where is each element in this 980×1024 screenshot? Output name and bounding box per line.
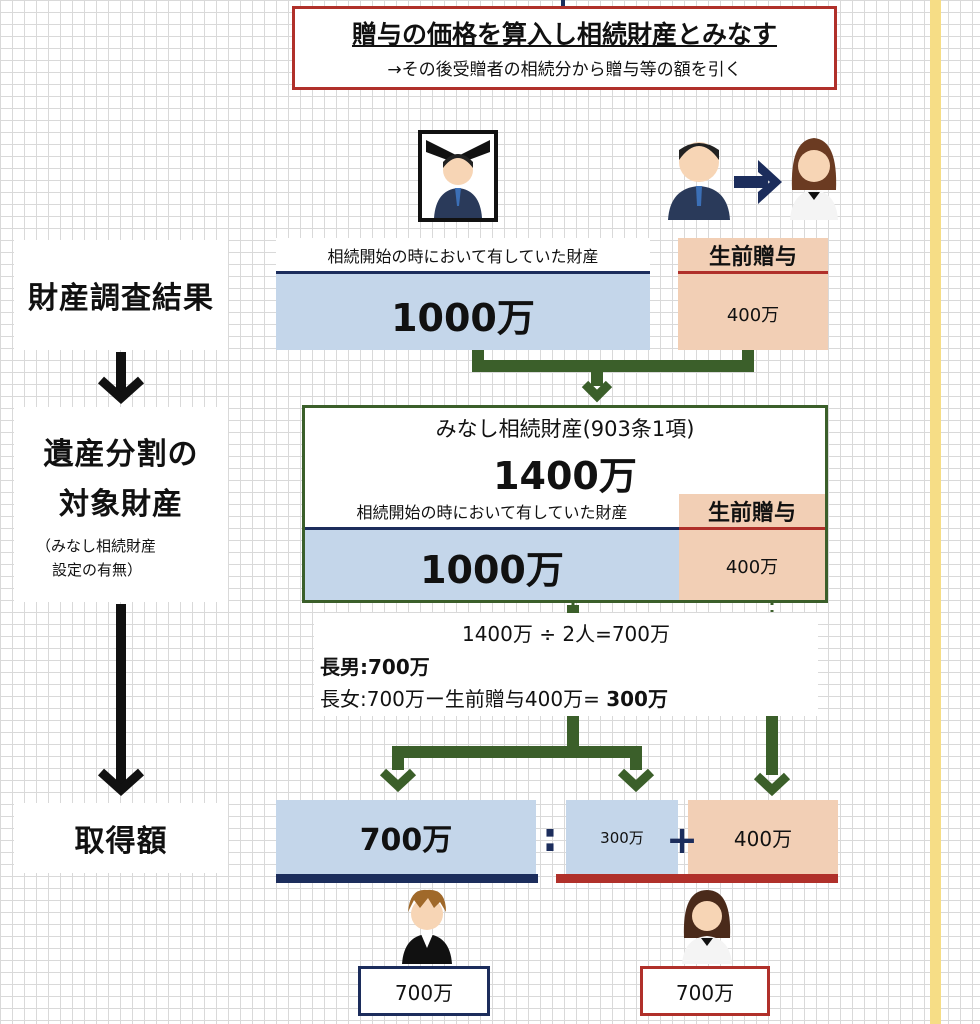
calculation-box: 1400万 ÷ 2人=700万 長男:700万 長女:700万ー生前贈与400万… [314, 613, 818, 716]
eldest-son-total-box: 700万 [358, 966, 490, 1016]
calc-eldest-son-value: 700万 [368, 655, 430, 679]
acquired-plus: + [666, 818, 698, 862]
header-title: 贈与の価格を算入し相続財産とみなす [351, 20, 777, 49]
eldest-daughter-icon [678, 884, 736, 964]
man-icon [664, 130, 734, 220]
acquired-daughter-inherit-box: 300万 [566, 800, 678, 874]
deceased-portrait-icon [418, 130, 498, 222]
deemed-gift-label: 生前贈与 [679, 494, 825, 530]
acquired-colon: : [542, 815, 558, 861]
deemed-gift-value: 400万 [725, 557, 779, 578]
label-acquired: 取得額 [14, 803, 228, 873]
survey-gift-value: 400万 [726, 305, 780, 326]
acquired-son-underline [276, 874, 538, 883]
deemed-total: 1400万 [493, 453, 637, 498]
label-target-line2: 対象財産 [59, 487, 183, 522]
label-survey: 財産調査結果 [14, 240, 228, 350]
survey-estate-label: 相続開始の時において有していた財産 [276, 238, 650, 274]
survey-gift-box: 生前贈与 400万 [678, 238, 828, 350]
calc-eldest-daughter-value: 300万 [606, 687, 668, 711]
eldest-daughter-total-box: 700万 [640, 966, 770, 1016]
calc-eldest-son: 長男:700万 [320, 651, 430, 680]
survey-gift-label: 生前贈与 [678, 238, 828, 274]
acquired-daughter-gift-box: 400万 [688, 800, 838, 874]
woman-icon [786, 130, 842, 220]
arrow-right-icon [734, 160, 784, 204]
deemed-estate-box: みなし相続財産(903条1項) 1400万 相続開始の時において有していた財産 … [302, 405, 828, 603]
deemed-estate-part: 相続開始の時において有していた財産 1000万 [305, 494, 679, 600]
label-target-note2: 設定の有無） [52, 561, 143, 579]
deemed-title: みなし相続財産(903条1項) [435, 417, 695, 441]
survey-estate-value: 1000万 [391, 295, 535, 340]
label-target-box: 遺産分割の 対象財産 （みなし相続財産 設定の有無） [14, 407, 228, 602]
survey-estate-box: 相続開始の時において有していた財産 1000万 [276, 238, 650, 350]
side-yellow-bar [930, 0, 941, 1024]
calc-line1: 1400万 ÷ 2人=700万 [461, 621, 671, 646]
header-subtitle: →その後受贈者の相続分から贈与等の額を引く [387, 60, 742, 80]
label-target-note1: （みなし相続財産 [36, 537, 157, 555]
deemed-estate-value: 1000万 [420, 547, 564, 592]
calc-eldest-daughter: 長女:700万ー生前贈与400万= 300万 [320, 683, 668, 712]
eldest-son-icon [398, 884, 456, 964]
calc-eldest-son-label: 長男: [320, 655, 368, 679]
calc-eldest-daughter-label: 長女:700万ー生前贈与400万= [320, 687, 607, 711]
acquired-son-box: 700万 [276, 800, 536, 874]
deemed-estate-label: 相続開始の時において有していた財産 [305, 494, 679, 530]
header-box: 贈与の価格を算入し相続財産とみなす →その後受贈者の相続分から贈与等の額を引く [292, 6, 837, 90]
label-target-line1: 遺産分割の [43, 437, 199, 472]
deemed-gift-part: 生前贈与 400万 [679, 494, 825, 600]
acquired-daughter-underline [556, 874, 838, 883]
